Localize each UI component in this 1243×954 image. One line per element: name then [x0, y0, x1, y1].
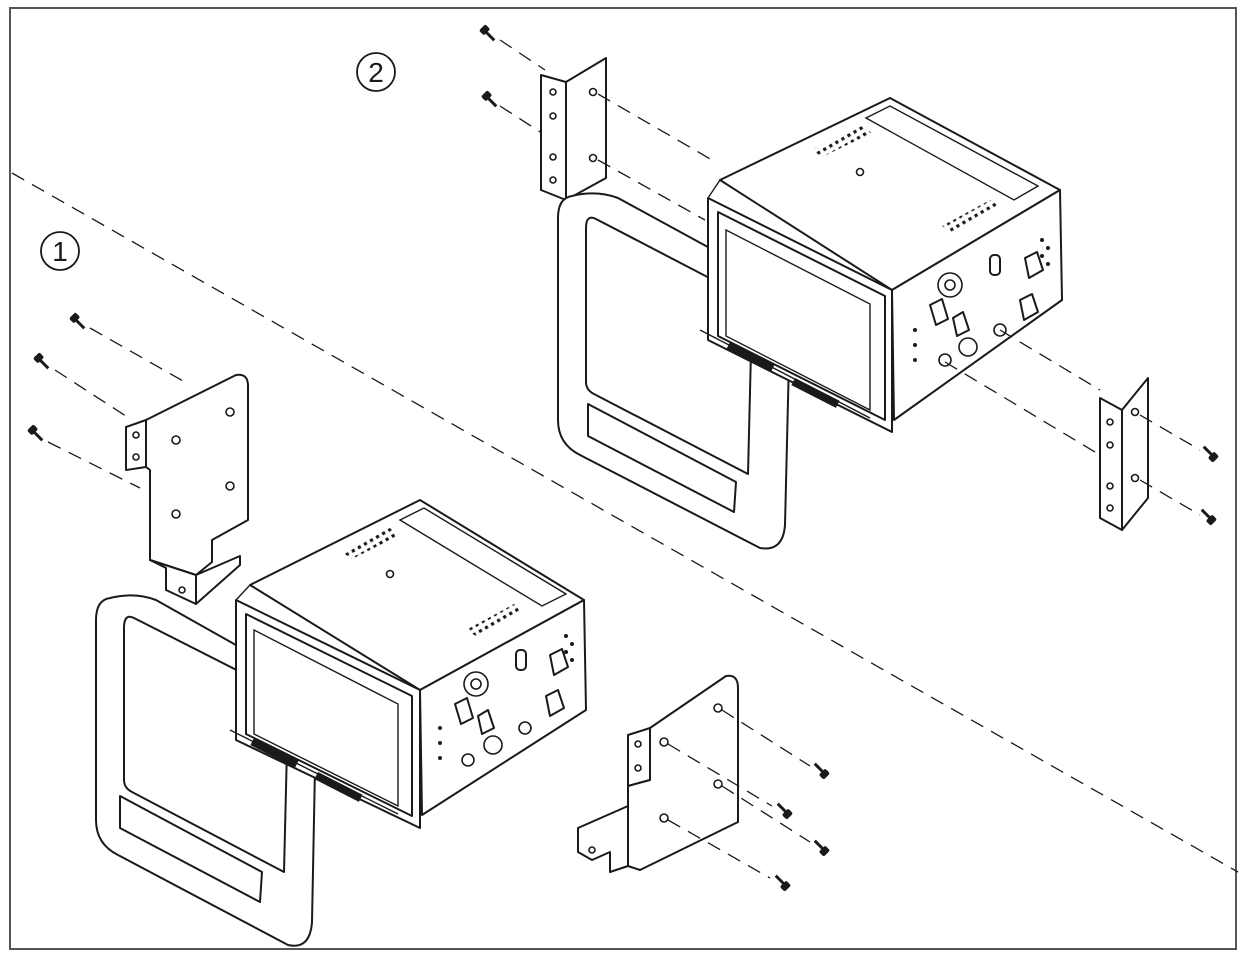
head-unit-m2 [699, 97, 1063, 433]
l-bracket-m2-top [540, 57, 607, 201]
head-unit-m1 [229, 499, 587, 829]
l-bracket-m2-right [1099, 377, 1149, 531]
callout-label-1: 1 [52, 236, 68, 267]
screw-m1-right-2 [771, 802, 796, 823]
screw-m1-right-1 [808, 762, 833, 783]
callout-label-2: 2 [368, 57, 384, 88]
diagram-frame [9, 7, 1237, 950]
mounting-bracket-m1-left [125, 373, 249, 605]
screw-m1-left-1 [66, 309, 91, 330]
screw-m2-top-1 [476, 21, 501, 42]
screw-m1-right-4 [769, 874, 794, 895]
mounting-bracket-m1-right [577, 674, 739, 873]
screw-m2-top-2 [478, 87, 503, 108]
callout-method-1: 1 [40, 231, 80, 271]
separator-dashed-line [11, 172, 1239, 873]
screw-m1-right-3 [808, 839, 833, 860]
screw-m1-left-2 [30, 349, 55, 370]
screw-m2-right-2 [1195, 508, 1220, 529]
callout-method-2: 2 [356, 52, 396, 92]
screw-m1-left-3 [24, 421, 49, 442]
screw-m2-right-1 [1197, 445, 1222, 466]
